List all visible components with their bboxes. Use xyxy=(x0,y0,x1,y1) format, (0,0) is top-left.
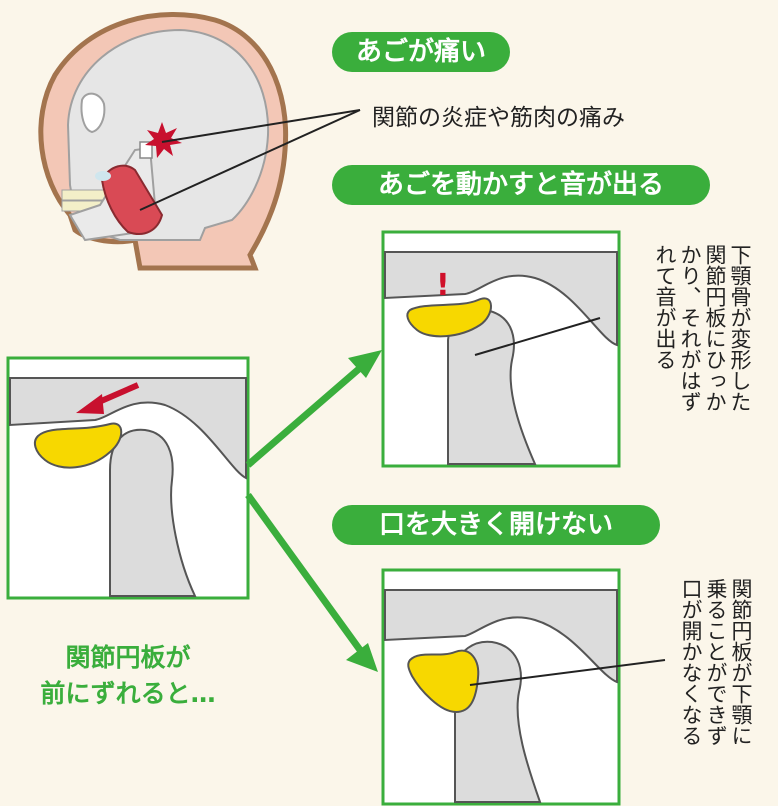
open-desc-line: 関節円板が下顎に xyxy=(729,578,753,746)
sound-desc-line: 関節円板にひっか xyxy=(703,244,727,412)
disc-forward-line-1: 関節円板が xyxy=(8,640,248,676)
sound-joint-panel xyxy=(383,232,619,466)
alert-mark: ! xyxy=(436,268,450,303)
sound-description: 下顎骨が変形した 関節円板にひっか かり、それがはず れて音が出る xyxy=(652,244,752,464)
disc-forward-caption: 関節円板が 前にずれると… xyxy=(8,640,248,712)
cheek-highlight xyxy=(95,171,111,181)
head-illustration xyxy=(41,15,360,268)
sound-label: あごを動かすと音が出る xyxy=(332,165,710,205)
open-description: 関節円板が下顎に 乗ることができず 口が開かなくなる xyxy=(678,578,753,803)
cannot-open-label: 口を大きく開けない xyxy=(332,505,660,545)
sound-desc-line: れて音が出る xyxy=(653,244,677,370)
open-desc-line: 乗ることができず xyxy=(704,578,728,746)
sound-desc-line: かり、それがはず xyxy=(678,244,702,412)
inflammation-caption: 関節の炎症や筋肉の痛み xyxy=(372,98,625,132)
jaw-pain-label: あごが痛い xyxy=(332,32,510,72)
open-desc-line: 口が開かなくなる xyxy=(679,578,703,746)
left-joint-panel xyxy=(8,358,248,598)
disc-forward-line-2: 前にずれると… xyxy=(8,676,248,712)
sound-desc-line: 下顎骨が変形した xyxy=(728,244,752,412)
teeth-upper xyxy=(62,190,107,200)
closed-joint-panel xyxy=(383,570,665,804)
